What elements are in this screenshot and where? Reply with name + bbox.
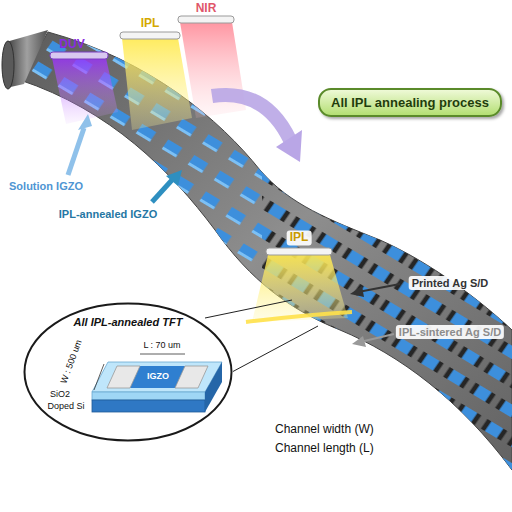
- step-label: IPL-sintered Ag S/D: [396, 325, 504, 339]
- lamp-label: DUV: [59, 38, 84, 51]
- substrate-roll: [2, 30, 48, 89]
- ipl-lamp: [120, 32, 192, 130]
- step-label: Printed Ag S/D: [409, 276, 492, 290]
- leader-line: [232, 326, 318, 372]
- layer-label: IGZO: [147, 372, 169, 382]
- pointer-arrow: [360, 334, 394, 342]
- substrate-roll: [2, 41, 14, 89]
- pointer-arrow: [152, 180, 172, 202]
- inset-title: All IPL-annealed TFT: [23, 316, 233, 328]
- tft-stack: [107, 366, 140, 388]
- duv-lamp: [52, 58, 118, 124]
- flexible-substrate: [0, 0, 262, 512]
- step-label: IPL-annealed IGZO: [59, 208, 157, 220]
- lamp-label: IPL: [287, 230, 312, 245]
- ipl-lamp: [246, 248, 352, 322]
- ipl-lamp: [120, 32, 180, 39]
- step-label: Solution IGZO: [9, 180, 83, 192]
- pointer-arrow: [166, 170, 182, 186]
- lamp-label: NIR: [196, 2, 217, 15]
- leader-line: [205, 300, 292, 318]
- ipl-lamp: [266, 248, 332, 255]
- tft-stack: [94, 364, 104, 390]
- banner-text: All IPL annealing process: [320, 95, 500, 110]
- tft-stack: [92, 362, 222, 392]
- pointer-arrow: [352, 336, 366, 347]
- duv-lamp: [50, 52, 108, 59]
- flexible-substrate: [0, 0, 262, 512]
- tft-stack: [92, 392, 205, 400]
- nir-lamp: [178, 16, 234, 23]
- lamp-label: IPL: [141, 17, 160, 30]
- flexible-substrate: [262, 0, 512, 512]
- ipl-lamp: [122, 38, 192, 130]
- note-text: Channel width (W): [275, 423, 374, 436]
- tft-stack: [92, 400, 205, 412]
- pointer-arrow: [358, 284, 400, 292]
- ipl-lamp: [246, 312, 352, 322]
- layer-label: Doped Si: [47, 402, 84, 412]
- layer-label: SiO2: [50, 390, 70, 400]
- pointer-arrow: [152, 170, 182, 202]
- dimension-label: L : 70 um: [143, 341, 180, 351]
- pointer-arrow: [68, 128, 84, 175]
- inset-background: [23, 302, 233, 442]
- tft-stack: [175, 366, 208, 388]
- pointer-arrow: [352, 334, 394, 347]
- pointer-arrow: [78, 114, 92, 130]
- title-banner: All IPL annealing process: [318, 88, 502, 117]
- flexible-substrate: [20, 32, 512, 470]
- note-text: Channel length (L): [275, 442, 374, 455]
- process-arrow: [212, 95, 302, 162]
- pointer-arrow: [68, 114, 92, 175]
- duv-lamp: [50, 52, 118, 124]
- process-arrow: [212, 95, 290, 140]
- pointer-arrow: [350, 284, 400, 297]
- tft-stack: [92, 354, 222, 412]
- inset-ellipse: All IPL-annealed TFT: [23, 302, 233, 442]
- process-arrow: [276, 130, 302, 162]
- pointer-arrow: [350, 286, 364, 297]
- flexible-substrate: [262, 0, 512, 512]
- tft-stack: [140, 354, 185, 355]
- nir-lamp: [180, 22, 246, 118]
